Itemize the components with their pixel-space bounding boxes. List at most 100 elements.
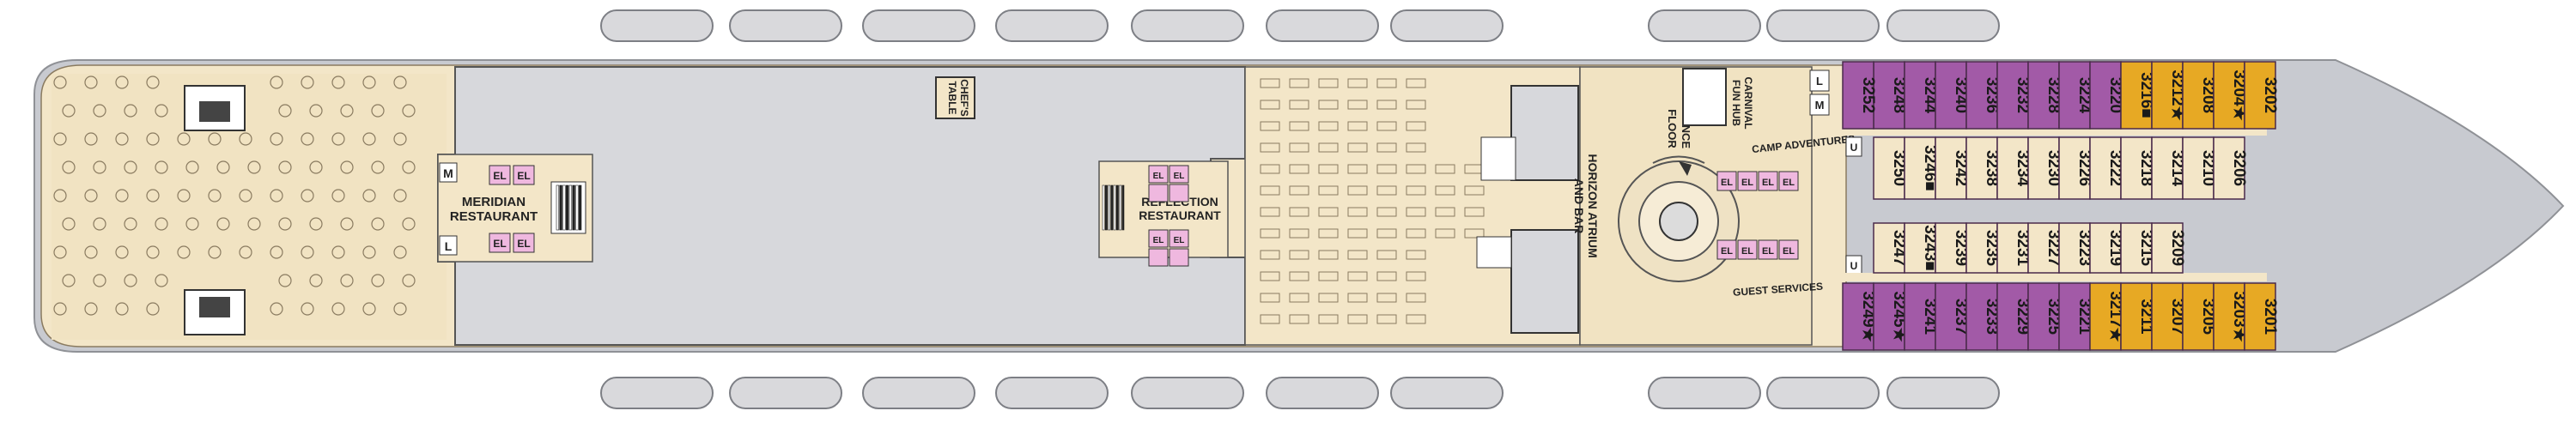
cabin-number: 3223 [2075, 230, 2093, 266]
lifeboat [729, 377, 842, 409]
cabin[interactable] [2120, 282, 2153, 351]
cabin[interactable] [2244, 282, 2276, 351]
cabin-number: 3250 [1890, 150, 1908, 186]
cabin-number: 3248 [1890, 77, 1908, 113]
cabin[interactable] [2120, 222, 2153, 274]
reflection-restaurant-label-2: RESTAURANT [1139, 208, 1221, 222]
cabin[interactable] [1904, 61, 1936, 130]
cabin-number: 3220 [2106, 77, 2124, 113]
cabin[interactable] [2151, 136, 2184, 200]
cabin[interactable] [1873, 222, 1905, 274]
cabin-number: 3226 [2075, 150, 2093, 186]
buffet-tables [1260, 78, 1485, 324]
cabin[interactable] [1842, 61, 1874, 130]
cabin-number: 3206 [2230, 150, 2248, 186]
cabin-number: 3239 [1952, 230, 1970, 266]
ladies-room-icon: L [445, 239, 453, 253]
cabin-number: 3207 [2168, 299, 2186, 335]
elevator-icon: EL [493, 238, 506, 250]
unisex-room-icon: U [1850, 260, 1858, 272]
cabin[interactable] [1996, 222, 2029, 274]
cabin[interactable] [2058, 61, 2091, 130]
lifeboat [1131, 9, 1244, 42]
cabin[interactable] [1935, 222, 1967, 274]
lifeboat [600, 377, 714, 409]
cabin[interactable] [2151, 222, 2184, 274]
cabin[interactable] [2182, 136, 2215, 200]
elevator-icon: EL [1174, 236, 1185, 245]
cabin[interactable] [1965, 222, 1998, 274]
elevator-icon: EL [1174, 172, 1185, 181]
aft-tables [53, 76, 416, 316]
lifeboat [1131, 377, 1244, 409]
cabin[interactable] [2151, 282, 2184, 351]
cabin-number: 3230 [2044, 150, 2063, 186]
cabin-number: 3217★ [2106, 291, 2124, 341]
cabin-number: 3201 [2261, 299, 2279, 335]
cabin-number: 3205 [2199, 299, 2217, 335]
mens-room-icon: M [443, 166, 453, 180]
lifeboat [729, 9, 842, 42]
elevator-icon: EL [1153, 172, 1164, 181]
mens-room-icon: M [1815, 99, 1825, 112]
cabin[interactable] [1842, 282, 1874, 351]
cabin-number: 3236 [1983, 77, 2001, 113]
cabin[interactable] [1996, 136, 2029, 200]
cabin-corridor-top [1829, 127, 2267, 136]
cabin[interactable] [1904, 282, 1936, 351]
unisex-room-icon: U [1850, 142, 1858, 154]
cabin[interactable] [2244, 61, 2276, 130]
cabin[interactable] [2120, 136, 2153, 200]
cabin[interactable] [1965, 136, 1998, 200]
elevator-icon: EL [1153, 236, 1164, 245]
cabin-number: 3238 [1983, 150, 2001, 186]
cabin[interactable] [1873, 282, 1905, 351]
cabin[interactable] [2089, 282, 2122, 351]
lifeboat [1266, 377, 1379, 409]
lifeboat [1266, 9, 1379, 42]
cabin[interactable] [2027, 136, 2060, 200]
meridian-restaurant-label: MERIDIAN [462, 195, 526, 209]
cabin-number: 3235 [1983, 230, 2001, 267]
cabin[interactable] [1965, 61, 1998, 130]
lifeboat [1390, 377, 1504, 409]
reflection-stairs [1102, 184, 1125, 231]
cabin-number: 3246■ [1921, 145, 1939, 191]
lifeboat [1648, 377, 1761, 409]
cabin-number: 3247 [1890, 230, 1908, 266]
lifeboat [1886, 9, 2000, 42]
cabin[interactable] [1935, 136, 1967, 200]
lifeboat [862, 377, 975, 409]
cabin[interactable] [2058, 222, 2091, 274]
cabin[interactable] [1904, 222, 1936, 274]
cabin[interactable] [1935, 282, 1967, 351]
cabin[interactable] [2027, 222, 2060, 274]
lifeboat [995, 9, 1109, 42]
meridian-stairs [556, 184, 582, 231]
cabin-number: 3221 [2075, 299, 2093, 335]
fun-hub-label-2: FUN HUB [1730, 80, 1742, 126]
cabin-number: 3227 [2044, 230, 2063, 266]
cabin-number: 3232 [2014, 77, 2032, 113]
lifeboat [1766, 9, 1880, 42]
cabin[interactable] [2089, 222, 2122, 274]
lifeboat [995, 377, 1109, 409]
cabin[interactable] [2058, 136, 2091, 200]
cabin[interactable] [2151, 61, 2184, 130]
aft-seating-area [52, 74, 447, 340]
cabin[interactable] [2213, 136, 2245, 200]
elevator-icon: EL [493, 170, 506, 182]
cabin[interactable] [1965, 282, 1998, 351]
lifeboat [1886, 377, 2000, 409]
cabin-number: 3242 [1952, 150, 1970, 186]
elevator-icon: EL [1741, 246, 1753, 257]
cabin-number: 3214 [2168, 150, 2186, 187]
cabin[interactable] [1996, 282, 2029, 351]
cabin[interactable] [2058, 282, 2091, 351]
cabin-number: 3219 [2106, 230, 2124, 266]
cabin-number: 3216■ [2137, 72, 2155, 118]
cabin-number: 3215 [2137, 230, 2155, 267]
cabin-number: 3211 [2137, 299, 2155, 335]
dance-floor-label-2: FLOOR [1666, 109, 1679, 148]
